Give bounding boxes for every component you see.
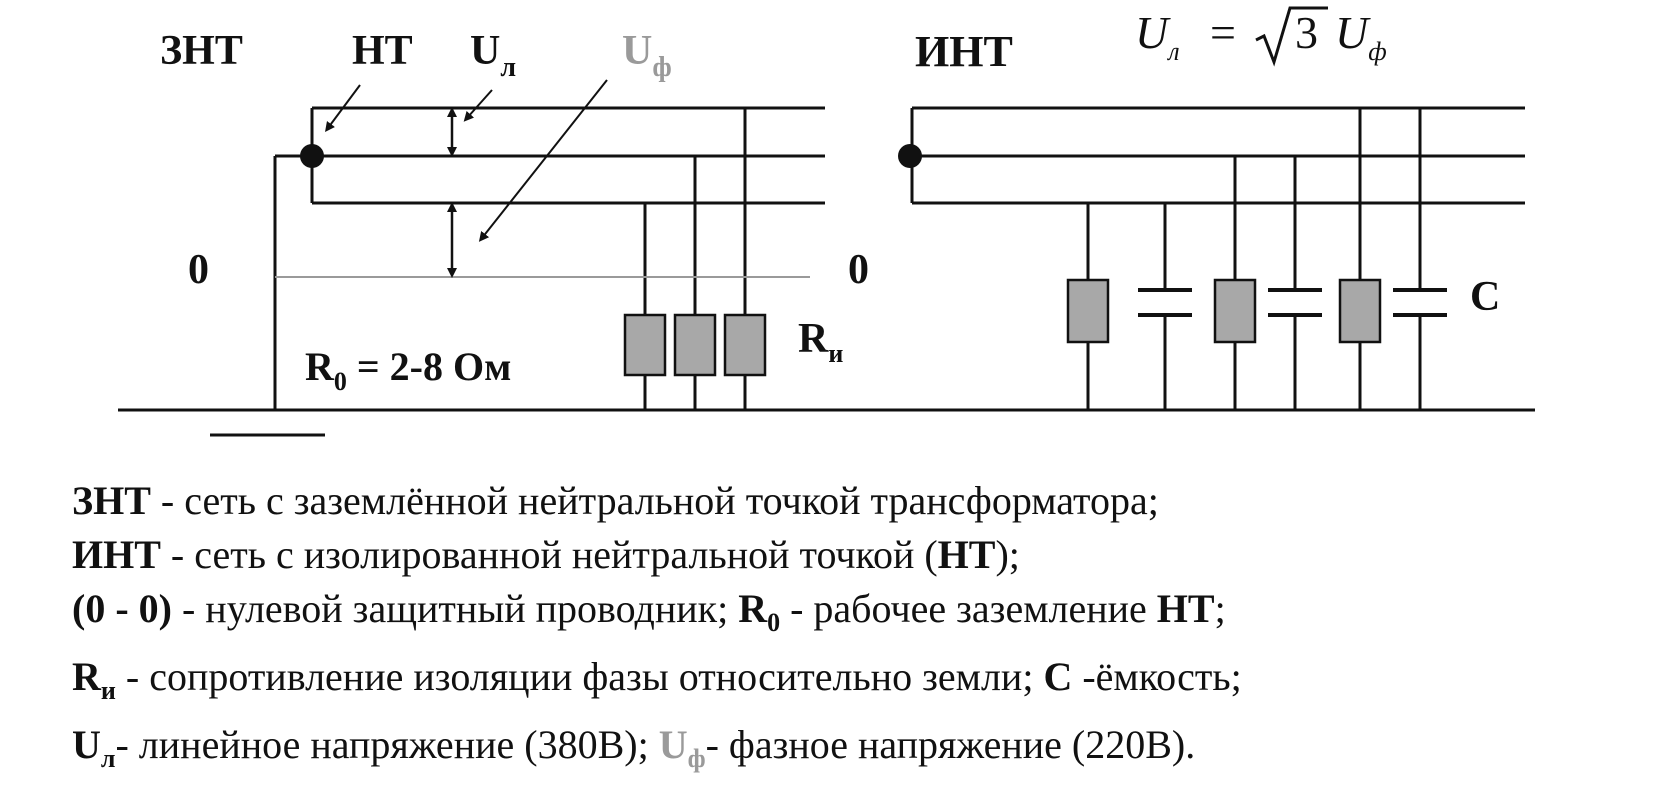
label-nt: НТ bbox=[352, 28, 413, 74]
svg-text:Uл: Uл bbox=[1135, 7, 1180, 66]
int-resistor-3 bbox=[1338, 278, 1382, 344]
label-ri: Rи bbox=[798, 316, 843, 368]
legend: ЗНТ - сеть с заземлённой нейтральной точ… bbox=[72, 474, 1242, 786]
resistor-3 bbox=[723, 313, 767, 377]
neutral-point-dot-left bbox=[300, 144, 324, 168]
uf-pointer-arrow bbox=[478, 79, 608, 242]
label-zero-right: 0 bbox=[848, 247, 869, 293]
legend-line-5: Uл- линейное напряжение (380В); Uф- фазн… bbox=[72, 722, 1196, 773]
svg-text:3: 3 bbox=[1295, 7, 1318, 58]
ul-pointer-arrow bbox=[463, 89, 493, 122]
nt-pointer-arrow bbox=[325, 84, 361, 133]
legend-line-4: Rи - сопротивление изоляции фазы относит… bbox=[72, 654, 1242, 705]
legend-line-3: (0 - 0) - нулевой защитный проводник; R0… bbox=[72, 586, 1226, 637]
label-int: ИНТ bbox=[915, 27, 1013, 76]
label-ul: Uл bbox=[470, 28, 516, 83]
label-c: C bbox=[1470, 274, 1500, 320]
svg-text:Uф: Uф bbox=[1335, 7, 1387, 66]
legend-line-1: ЗНТ - сеть с заземлённой нейтральной точ… bbox=[72, 478, 1159, 523]
formula-line-phase-voltage: Uл = 3 Uф bbox=[1135, 6, 1387, 67]
int-resistor-1 bbox=[1066, 278, 1110, 344]
resistor-1 bbox=[623, 313, 667, 377]
int-insulation-resistors bbox=[1066, 278, 1382, 344]
legend-line-2: ИНТ - сеть с изолированной нейтральной т… bbox=[72, 532, 1020, 577]
label-r0: R0 = 2-8 Ом bbox=[305, 344, 511, 396]
capacitors bbox=[1138, 288, 1447, 317]
label-znt: ЗНТ bbox=[160, 28, 243, 74]
insulation-resistors bbox=[623, 313, 767, 377]
label-uf: Uф bbox=[622, 28, 672, 83]
network-diagram: ЗНТ НТ Uл Uф ИНТ Uл = 3 Uф 0 0 R0 = 2-8 … bbox=[118, 6, 1535, 437]
svg-text:=: = bbox=[1210, 7, 1236, 58]
label-zero-left: 0 bbox=[188, 247, 209, 293]
sqrt-icon bbox=[1255, 6, 1328, 67]
neutral-point-dot-right bbox=[898, 144, 922, 168]
int-resistor-2 bbox=[1213, 278, 1257, 344]
isolated-network bbox=[910, 106, 1525, 410]
resistor-2 bbox=[673, 313, 717, 377]
